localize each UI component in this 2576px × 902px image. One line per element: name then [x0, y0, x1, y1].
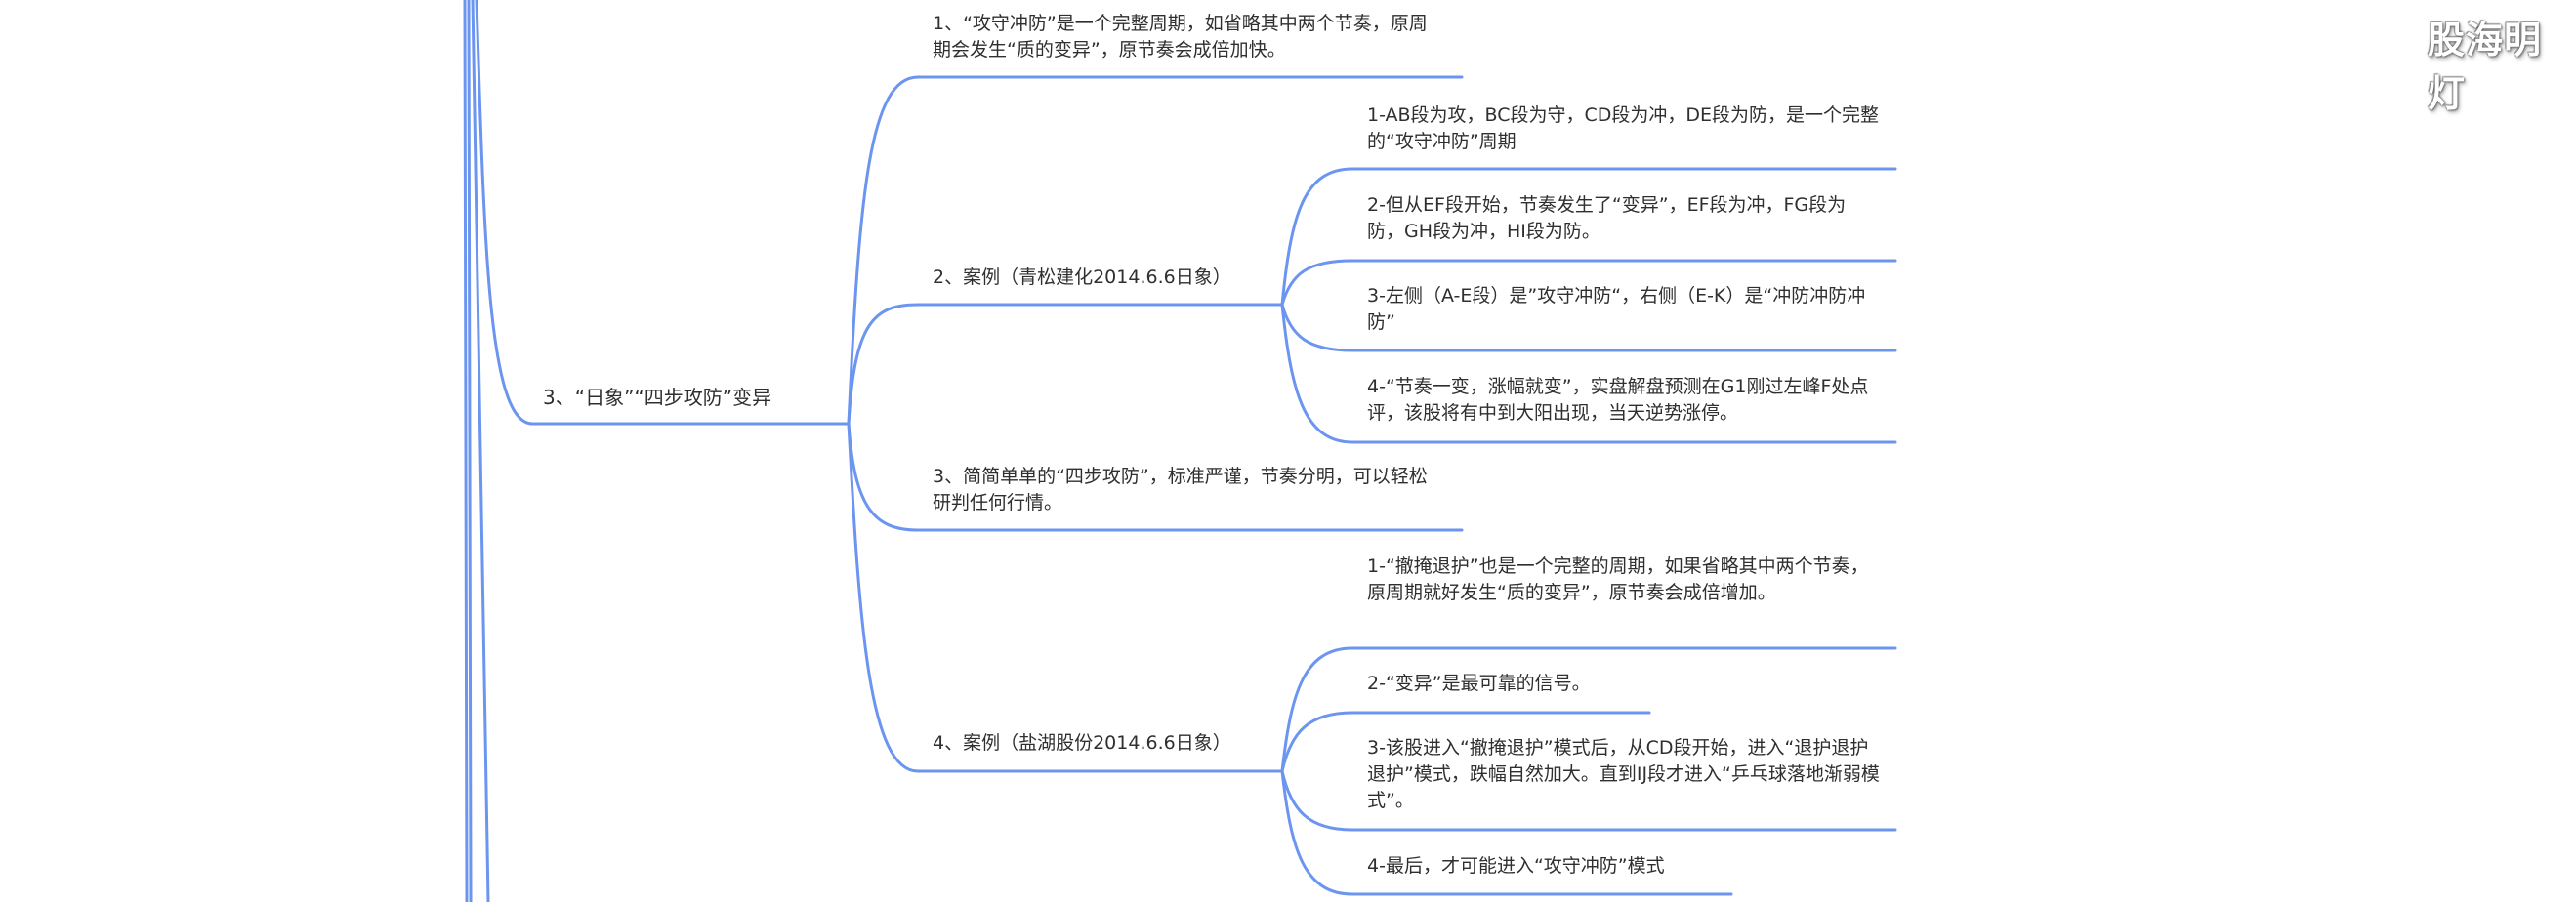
trunk-line — [467, 0, 473, 902]
root-node[interactable]: 3、“日象”“四步攻防”变异 — [543, 386, 772, 409]
mindmap-leaf-4-1[interactable]: 1-“撤掩退护”也是一个完整的周期，如果省略其中两个节奏，原周期就好发生“质的变… — [1367, 555, 1869, 603]
mindmap-leaf-4-4[interactable]: 4-最后，才可能进入“攻守冲防”模式 — [1367, 855, 1665, 877]
mindmap-node-2[interactable]: 2、案例（青松建化2014.6.6日象） — [933, 266, 1231, 288]
connector-leaf-4-4 — [1280, 769, 1733, 896]
mindmap-node-3[interactable]: 3、简简单单的“四步攻防”，标准严谨，节奏分明，可以轻松研判任何行情。 — [933, 466, 1428, 513]
connector-leaf-2-4 — [1280, 303, 1897, 444]
mindmap-leaf-2-2[interactable]: 2-但从EF段开始，节奏发生了“变异”，EF段为冲，FG段为防，GH段为冲，HI… — [1367, 194, 1847, 242]
connector-leaf-4-1 — [1280, 646, 1897, 773]
connector-child-1 — [847, 75, 1464, 426]
connector-leaf-2-1 — [1280, 167, 1897, 307]
connector-leaf-2-2 — [1280, 259, 1897, 307]
watermark-logo: 股海明灯 — [2428, 19, 2543, 115]
connector-child-4 — [847, 422, 1284, 773]
mindmap-node-4[interactable]: 4、案例（盐湖股份2014.6.6日象） — [933, 732, 1231, 754]
mindmap-leaf-2-1[interactable]: 1-AB段为攻，BC段为守，CD段为冲，DE段为防，是一个完整的“攻守冲防”周期 — [1367, 104, 1880, 152]
connector-leaf-4-2 — [1280, 711, 1651, 773]
mindmap-leaf-4-2[interactable]: 2-“变异”是最可靠的信号。 — [1367, 673, 1591, 694]
root-connector — [475, 0, 851, 426]
trunk-line — [471, 0, 490, 902]
trunk-line — [463, 0, 469, 902]
mindmap-node-1[interactable]: 1、“攻守冲防”是一个完整周期，如省略其中两个节奏，原周期会发生“质的变异”，原… — [933, 13, 1428, 61]
connector-leaf-4-3 — [1280, 769, 1897, 832]
connector-child-2 — [847, 303, 1284, 426]
connector-leaf-2-3 — [1280, 303, 1897, 352]
mindmap-leaf-2-3[interactable]: 3-左侧（A-E段）是”攻守冲防“，右侧（E-K）是“冲防冲防冲防” — [1367, 285, 1866, 333]
mindmap-leaf-2-4[interactable]: 4-“节奏一变，涨幅就变”，实盘解盘预测在G1刚过左峰F处点评，该股将有中到大阳… — [1367, 376, 1869, 424]
mindmap-leaf-4-3[interactable]: 3-该股进入“撤掩退护”模式后，从CD段开始，进入“退护退护退护”模式，跌幅自然… — [1367, 737, 1880, 811]
